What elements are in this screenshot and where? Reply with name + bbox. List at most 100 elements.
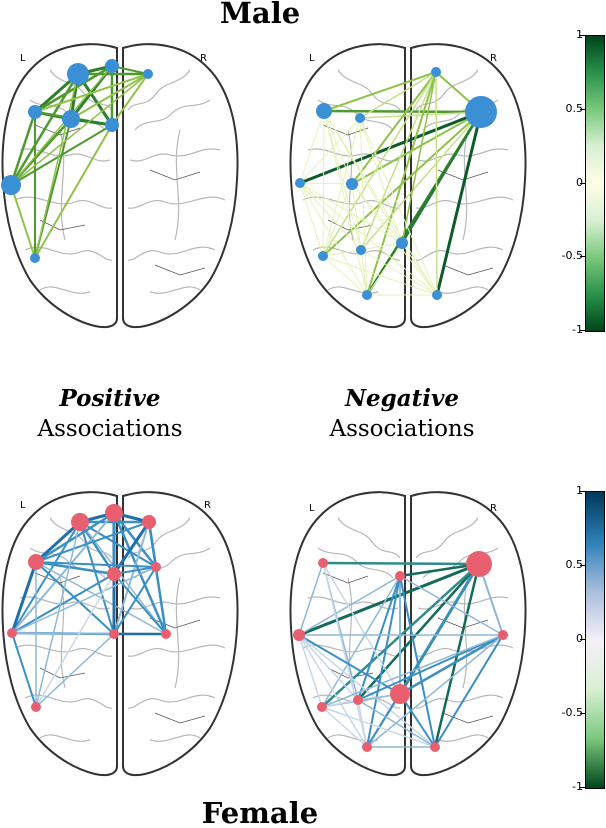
- female-colorbar-tick-mark: [580, 787, 585, 788]
- connection-edge: [322, 562, 401, 695]
- brain-sulcus: [14, 644, 113, 657]
- brain-region-node: [295, 178, 305, 188]
- connection-edge: [351, 183, 403, 244]
- female-colorbar-tick-label: -0.5: [561, 706, 583, 719]
- connection-edge: [10, 560, 38, 635]
- brain-region-node: [28, 554, 44, 570]
- connection-edge: [360, 249, 368, 296]
- connection-edge: [323, 110, 362, 251]
- female-pos-left-label: L: [20, 500, 26, 511]
- brain-region-node: [465, 96, 497, 128]
- brain-sulcus: [127, 69, 191, 111]
- connection-edge: [360, 249, 438, 296]
- connection-edge: [299, 182, 324, 257]
- connection-edge: [351, 111, 482, 185]
- male-neg-right-label: R: [490, 53, 497, 64]
- brain-sulcus: [337, 517, 401, 559]
- connection-edge: [366, 693, 401, 748]
- connection-edge: [298, 634, 323, 708]
- male-colorbar-tick-label: -0.5: [561, 249, 583, 263]
- brain-gyrus: [39, 667, 86, 679]
- connection-edge: [357, 634, 504, 701]
- connection-edge: [10, 184, 36, 259]
- male-colorbar-tick-mark: [580, 108, 585, 110]
- connection-edge: [398, 562, 481, 578]
- brain-sulcus: [149, 286, 201, 294]
- male-colorbar-tick-mark: [580, 35, 585, 36]
- connection-edge: [366, 242, 403, 296]
- connection-edge: [34, 560, 116, 576]
- connection-edge: [399, 575, 504, 636]
- connection-edge: [111, 73, 149, 126]
- brain-sulcus: [129, 596, 221, 610]
- connection-edge: [11, 512, 115, 634]
- connection-edge: [322, 255, 368, 296]
- connection-edge: [360, 71, 437, 251]
- edges-group: [298, 71, 483, 297]
- brain-sulcus: [174, 129, 181, 241]
- connection-edge: [113, 566, 157, 635]
- connection-edge: [297, 562, 481, 637]
- male-colorbar-tick-label: 0: [576, 176, 583, 189]
- connection-edge: [33, 64, 114, 114]
- right-hemisphere-outline: [410, 43, 527, 329]
- female-colorbar-tick-label: 0.5: [565, 558, 584, 571]
- positive-associations-caption: Positive Associations: [10, 384, 210, 444]
- female-neg-left-label: L: [309, 503, 315, 514]
- brain-region-node: [362, 742, 372, 752]
- brain-sulcus: [415, 517, 479, 559]
- brain-region-node: [362, 290, 372, 300]
- connection-edge: [321, 561, 481, 566]
- connection-edge: [366, 575, 401, 748]
- connection-edge: [357, 699, 436, 748]
- connection-edge: [359, 117, 403, 244]
- connection-edge: [366, 634, 504, 748]
- connection-edge: [359, 117, 368, 296]
- connection-edge: [298, 562, 324, 636]
- female-colorbar-tick-label: 1: [576, 484, 583, 497]
- connection-edge: [357, 575, 401, 701]
- connection-edge: [323, 71, 437, 112]
- brain-sulcus: [127, 517, 191, 559]
- brain-sulcus: [437, 286, 489, 294]
- connection-edge: [35, 561, 157, 568]
- brain-sulcus: [134, 99, 211, 131]
- brain-sulcus: [149, 734, 201, 742]
- brain-region-node: [430, 742, 440, 752]
- brain-sulcus: [174, 577, 181, 689]
- brain-region-node: [317, 702, 327, 712]
- brain-sulcus: [417, 148, 509, 162]
- connection-edge: [321, 706, 436, 748]
- brain-sulcus: [127, 196, 226, 209]
- connection-edge: [35, 561, 115, 635]
- connection-edge: [34, 124, 113, 259]
- negative-associations-caption: Negative Associations: [302, 384, 502, 444]
- brain-region-node: [7, 628, 17, 638]
- right-hemisphere-outline: [122, 43, 239, 329]
- brain-gyrus: [322, 124, 369, 136]
- connection-edge: [322, 562, 368, 748]
- brain-gyrus: [154, 712, 206, 724]
- brain-region-node: [353, 695, 363, 705]
- female-colorbar-tick-mark: [580, 639, 585, 640]
- brain-sulcus: [24, 694, 113, 709]
- connection-edge: [299, 182, 438, 296]
- connection-edge: [35, 633, 115, 708]
- brain-gyrus: [442, 712, 494, 724]
- connection-edge: [79, 521, 115, 635]
- connection-edge: [35, 573, 115, 708]
- brain-sulcus: [14, 196, 113, 209]
- female-colorbar-tick-label: 0: [576, 632, 583, 645]
- male-colorbar-tick-label: 0.5: [565, 101, 584, 115]
- brain-region-node: [161, 629, 171, 639]
- brain-region-node: [142, 515, 156, 529]
- brain-region-node: [67, 63, 89, 85]
- connection-edge: [401, 242, 438, 296]
- male-pos-right-label: R: [200, 53, 207, 64]
- brain-sulcus: [39, 286, 91, 294]
- connection-edge: [357, 699, 368, 748]
- connection-edge: [299, 117, 361, 184]
- connection-edge: [34, 73, 79, 259]
- brain-sulcus: [49, 517, 113, 559]
